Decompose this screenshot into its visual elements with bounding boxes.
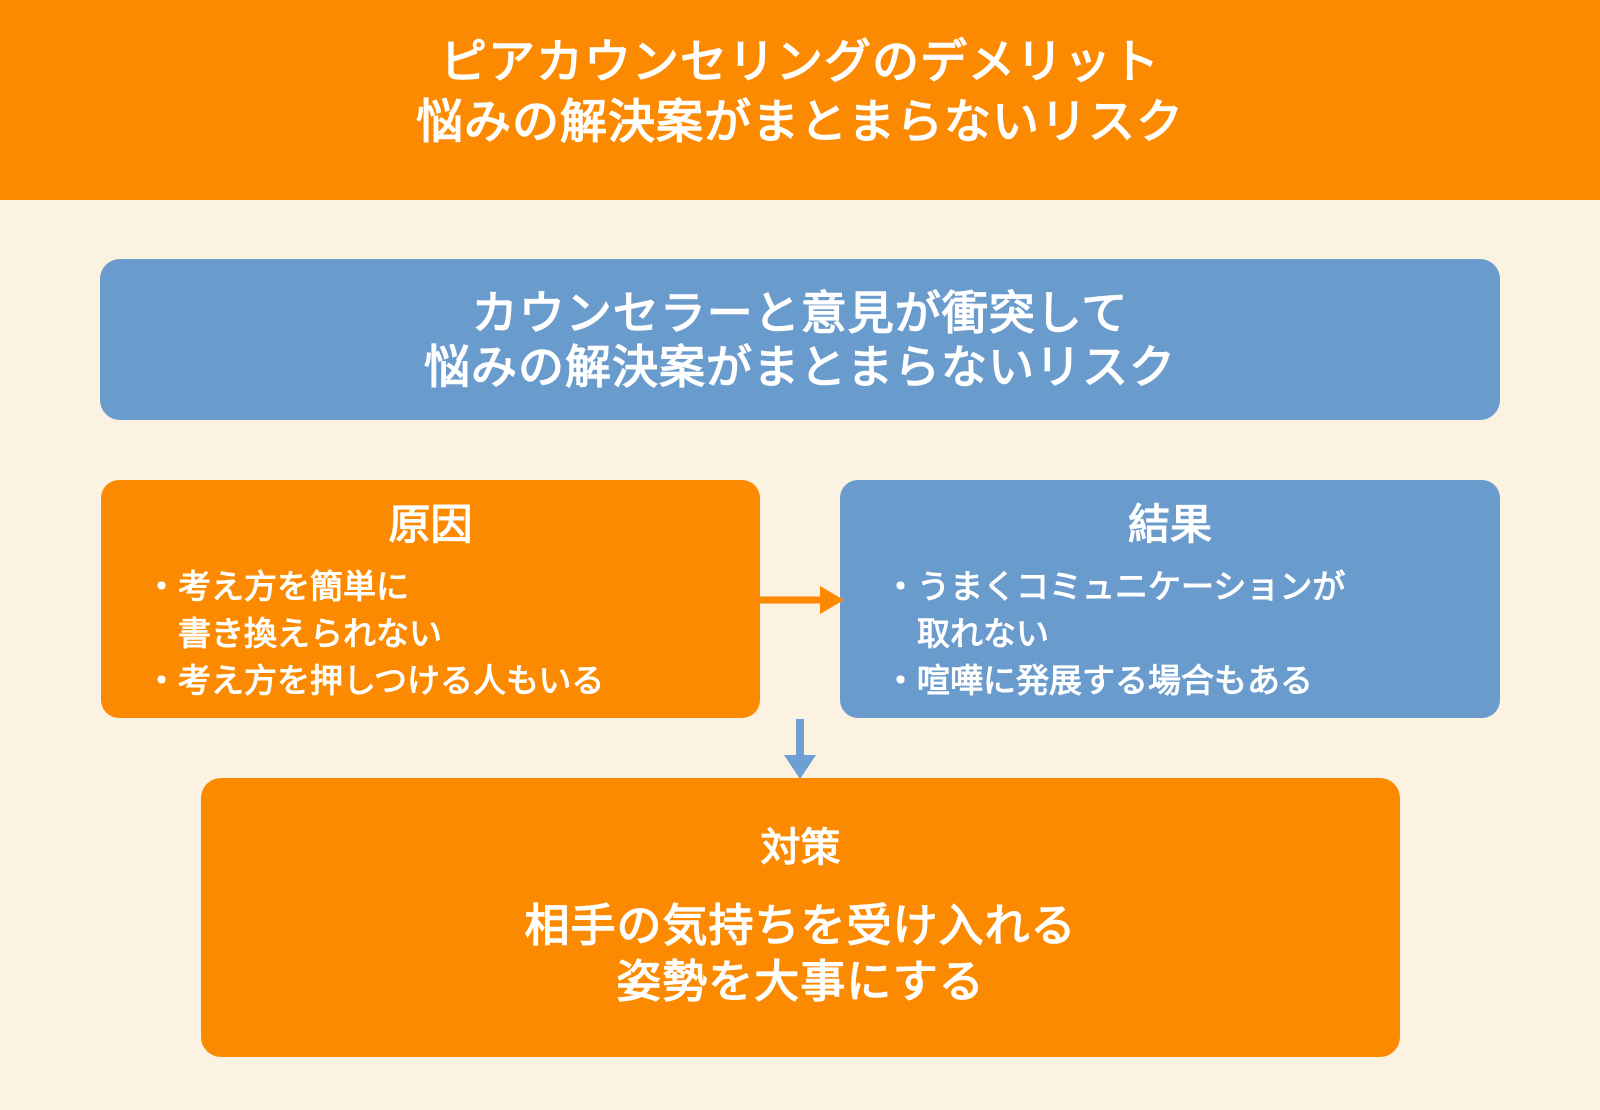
risk-summary-box: カウンセラーと意見が衝突して 悩みの解決案がまとまらないリスク (100, 259, 1500, 420)
cause-bullet-2-line-1: ・考え方を押しつける人もいる (145, 662, 605, 699)
page-title-line-1: ピアカウンセリングのデメリット (440, 35, 1160, 88)
result-title: 結果 (1127, 501, 1212, 548)
cause-bullet-1-line-1: ・考え方を簡単に (145, 568, 409, 605)
result-box: 結果 ・うまくコミュニケーションが 取れない ・喧嘩に発展する場合もある (840, 480, 1500, 718)
arrow-down-icon (784, 719, 816, 779)
measure-line-2: 姿勢を大事にする (616, 956, 985, 1007)
cause-bullet-1-line-2: 書き換えられない (178, 615, 442, 652)
cause-bullet-list: ・考え方を簡単に 書き換えられない ・考え方を押しつける人もいる (101, 563, 760, 704)
cause-title: 原因 (388, 501, 473, 548)
result-bullet-2-line-1: ・喧嘩に発展する場合もある (884, 662, 1313, 699)
risk-summary-line-1: カウンセラーと意見が衝突して (471, 286, 1129, 339)
result-bullet-1-line-1: ・うまくコミュニケーションが (884, 568, 1346, 605)
header-band: ピアカウンセリングのデメリット 悩みの解決案がまとまらないリスク (0, 0, 1600, 200)
measure-title: 対策 (760, 826, 841, 870)
arrow-right-icon (758, 586, 844, 614)
measure-line-1: 相手の気持ちを受け入れる (524, 900, 1077, 951)
page-title-line-2: 悩みの解決案がまとまらないリスク (416, 95, 1184, 148)
risk-summary-line-2: 悩みの解決案がまとまらないリスク (424, 340, 1176, 393)
result-bullet-1-line-2: 取れない (917, 615, 1049, 652)
cause-box: 原因 ・考え方を簡単に 書き換えられない ・考え方を押しつける人もいる (101, 480, 760, 718)
measure-text: 相手の気持ちを受け入れる 姿勢を大事にする (201, 898, 1400, 1010)
measure-box: 対策 相手の気持ちを受け入れる 姿勢を大事にする (201, 778, 1400, 1057)
result-bullet-list: ・うまくコミュニケーションが 取れない ・喧嘩に発展する場合もある (840, 563, 1500, 704)
